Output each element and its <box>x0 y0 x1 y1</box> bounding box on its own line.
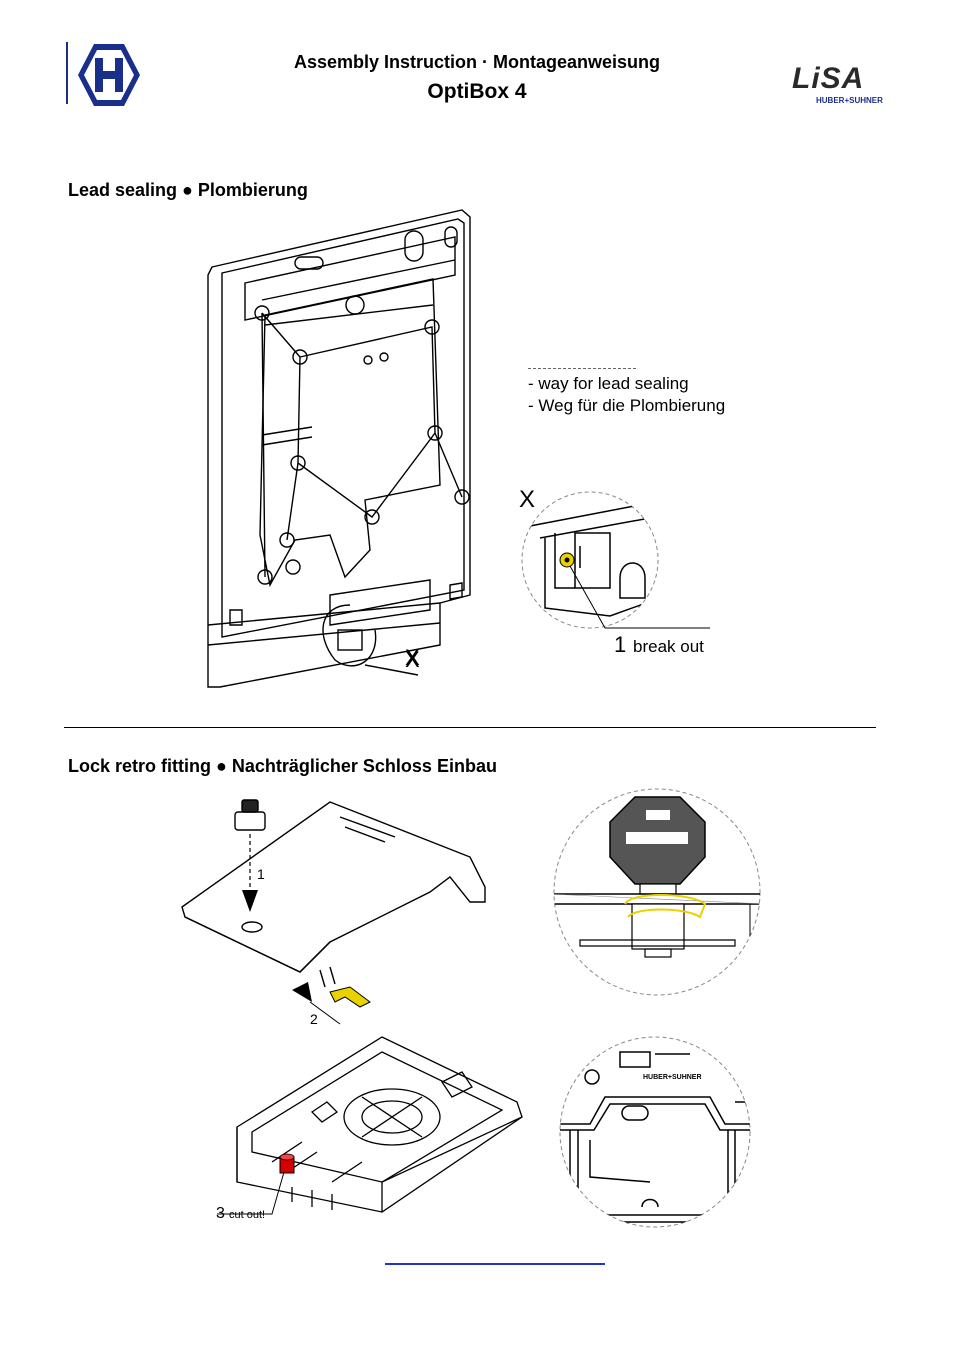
note-way-en: - way for lead sealing <box>528 374 689 393</box>
doc-title: Assembly Instruction · Montageanweisung <box>293 52 661 72</box>
lisa-logo: LiSA HUBER+SUHNER <box>792 64 888 108</box>
lock-key-detail-drawing <box>553 788 761 996</box>
step-number-break-out: 1 <box>614 632 627 657</box>
section-divider <box>64 727 876 728</box>
lid-with-lock-drawing <box>181 799 486 1025</box>
product-title: OptiBox 4 <box>427 80 527 103</box>
step3-number: 3 <box>216 1205 225 1222</box>
detail-marker-x: X <box>519 486 536 513</box>
huber-suhner-logo <box>78 44 140 106</box>
box-base-drawing <box>217 1036 523 1215</box>
section-heading-lock-retro: Lock retro fitting ● Nachträglicher Schl… <box>68 756 497 776</box>
footer-link-underline[interactable] <box>385 1263 605 1265</box>
optibox-back-drawing: X <box>207 209 471 688</box>
cut-out-detail-drawing: HUBER+SUHNER <box>559 1036 751 1228</box>
section-heading-lead-sealing: Lead sealing ● Plombierung <box>68 180 308 200</box>
marker-x-label: X <box>405 645 420 670</box>
marker-x: X <box>405 647 420 672</box>
lisa-logo-sub: HUBER+SUHNER <box>816 96 883 105</box>
note-dash <box>528 368 636 370</box>
step-label-break-out: break out <box>633 637 704 656</box>
break-out-detail-drawing <box>521 491 710 629</box>
note-way-de: - Weg für die Plombierung <box>528 396 726 415</box>
step3-label: cut out! <box>229 1209 266 1221</box>
detail-brand-text: HUBER+SUHNER <box>643 1074 702 1081</box>
step1-label: 1 <box>257 866 265 882</box>
lisa-logo-text: LiSA <box>792 62 865 95</box>
step2-label: 2 <box>310 1011 318 1027</box>
header-rule <box>66 42 68 104</box>
